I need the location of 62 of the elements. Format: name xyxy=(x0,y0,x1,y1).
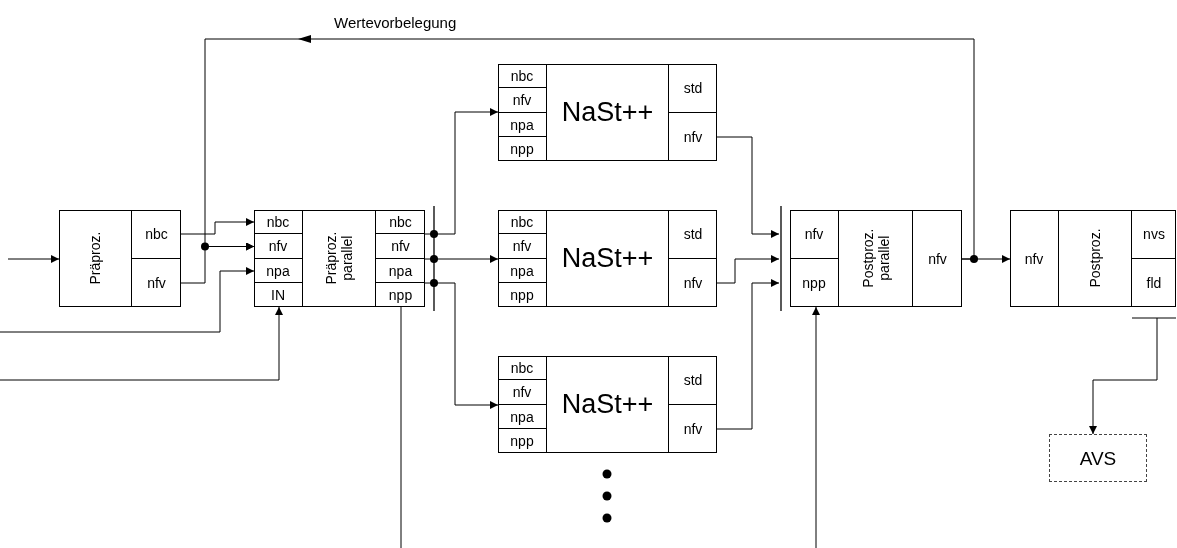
port-cell: std xyxy=(669,356,717,405)
arrow xyxy=(424,282,499,409)
port-cell: nfv xyxy=(498,88,547,113)
port-cell: nbc xyxy=(132,210,181,259)
port-cell: npp xyxy=(790,259,839,307)
port-cell: nfv xyxy=(790,210,839,259)
module-name-cell: NaSt++ xyxy=(547,210,669,307)
port-cell: IN xyxy=(254,283,303,307)
module-name-cell: NaSt++ xyxy=(547,356,669,453)
module-box xyxy=(59,210,181,307)
port-cell: nfv xyxy=(913,210,962,307)
arrow xyxy=(716,136,780,238)
port-cell: std xyxy=(669,64,717,113)
arrow xyxy=(1089,317,1158,435)
port-cell: nfv xyxy=(376,234,425,259)
module-title: Postproz. parallel xyxy=(859,227,892,291)
port-cell: npa xyxy=(498,113,547,137)
module-box xyxy=(498,64,717,161)
port-cell: npa xyxy=(498,259,547,283)
module-title: Präproz. xyxy=(86,232,104,285)
port-cell: nbc xyxy=(498,356,547,380)
edge-label: Wertevorbelegung xyxy=(332,14,459,33)
port-cell: nbc xyxy=(498,210,547,234)
port-cell: nfv xyxy=(254,234,303,259)
arrow xyxy=(0,267,255,333)
module-box xyxy=(254,210,425,307)
arrow xyxy=(0,306,283,381)
port-cell: npa xyxy=(498,405,547,429)
port-cell: nfv xyxy=(669,259,717,307)
module-title: Präproz. parallel xyxy=(322,231,356,287)
port-cell: nfv xyxy=(669,405,717,453)
arrow xyxy=(716,255,780,284)
port-cell: npp xyxy=(498,137,547,161)
module-box xyxy=(1010,210,1176,307)
arrow xyxy=(424,108,499,235)
port-cell: nbc xyxy=(498,64,547,88)
port-cell: nbc xyxy=(376,210,425,234)
arrow xyxy=(812,306,820,548)
port-cell: nvs xyxy=(1132,210,1176,259)
port-cell: npp xyxy=(376,283,425,307)
port-cell: npp xyxy=(498,283,547,307)
port-cell: nfv xyxy=(498,234,547,259)
module-title: Postproz. xyxy=(1086,228,1104,289)
port-cell: npa xyxy=(254,259,303,283)
port-cell: nfv xyxy=(1010,210,1059,307)
module-box xyxy=(498,210,717,307)
module-box xyxy=(498,356,717,453)
port-cell: nfv xyxy=(498,380,547,405)
arrow xyxy=(424,255,499,263)
output-box: AVS xyxy=(1049,434,1147,482)
arrow xyxy=(180,218,255,235)
port-cell: std xyxy=(669,210,717,259)
port-cell: npp xyxy=(498,429,547,453)
port-cell: nbc xyxy=(254,210,303,234)
port-cell: nfv xyxy=(669,113,717,161)
arrow xyxy=(7,255,60,263)
arrow xyxy=(716,279,780,430)
port-cell: nfv xyxy=(132,259,181,307)
port-cell: npa xyxy=(376,259,425,283)
module-name-cell: NaSt++ xyxy=(547,64,669,161)
port-cell: fld xyxy=(1132,259,1176,307)
module-box xyxy=(790,210,962,307)
